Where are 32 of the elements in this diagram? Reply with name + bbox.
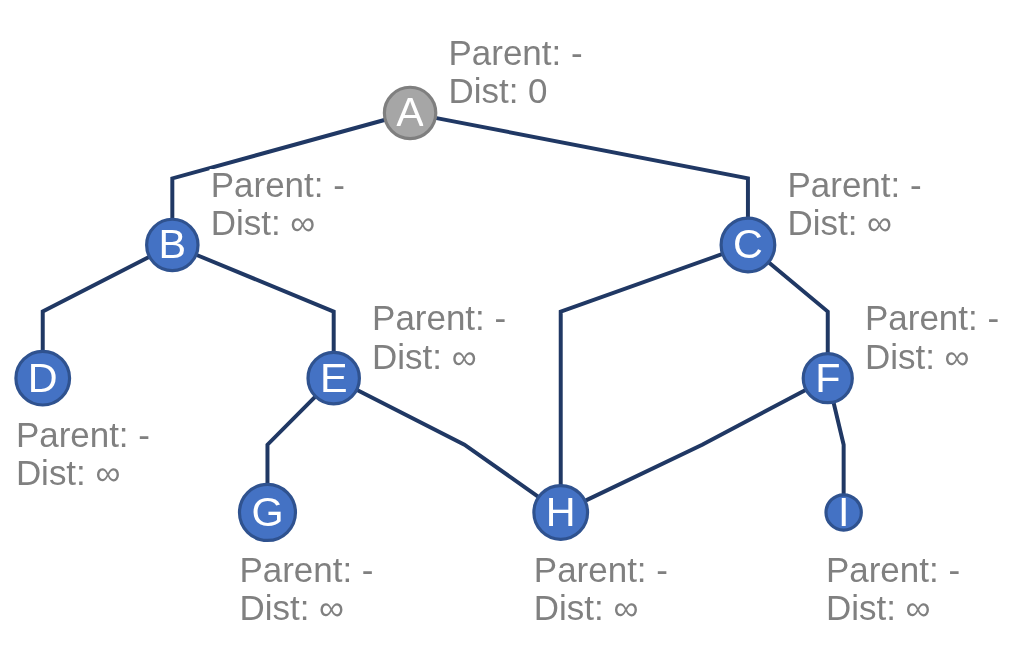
node-annotation: Parent: -	[210, 165, 345, 205]
node-annotation: Dist: ∞	[210, 203, 316, 243]
node-circle: G	[237, 482, 298, 543]
node-annotation: Dist: 0	[448, 71, 548, 111]
node-annotation: Parent: -	[533, 549, 668, 589]
node-annotation: Dist: ∞	[372, 336, 477, 376]
node-circle: I	[824, 493, 863, 532]
connector	[170, 117, 386, 220]
node-circle: H	[532, 484, 590, 541]
node-circle: C	[719, 216, 777, 274]
node-annotation: Dist: ∞	[239, 587, 344, 627]
node-annotation: Dist: ∞	[826, 587, 931, 627]
node-circle: B	[145, 217, 200, 273]
node-annotation: Dist: ∞	[533, 587, 639, 627]
node-annotation: Dist: ∞	[865, 336, 970, 376]
node-annotation: Parent: -	[15, 415, 150, 455]
node-circle: A	[382, 85, 438, 141]
node-circle: D	[14, 349, 72, 407]
node-annotation: Parent: -	[372, 298, 507, 338]
connector	[767, 260, 830, 354]
connector	[584, 387, 807, 503]
node-circle: F	[801, 352, 854, 405]
node-annotation: Parent: -	[239, 549, 374, 589]
node-annotation: Parent: -	[826, 549, 961, 589]
node-annotation: Parent: -	[448, 33, 583, 73]
node-annotation: Parent: -	[787, 165, 922, 205]
node-annotation: Dist: ∞	[787, 203, 893, 243]
connector	[265, 394, 317, 485]
node-annotation: Parent: -	[865, 298, 1000, 338]
node-annotation: Dist: ∞	[15, 453, 121, 493]
node-circle: E	[306, 350, 361, 406]
connector	[831, 401, 846, 495]
